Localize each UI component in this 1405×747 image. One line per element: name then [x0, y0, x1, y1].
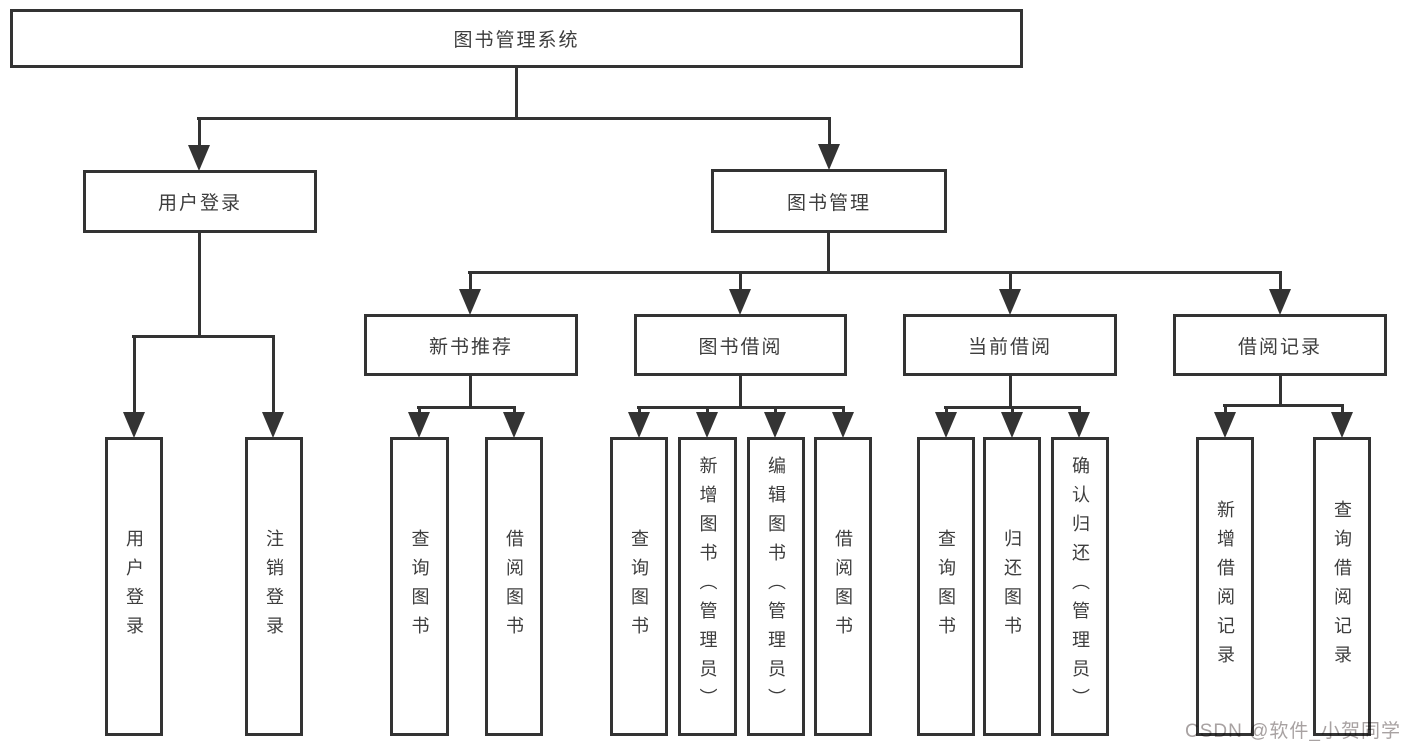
connector-line	[1223, 404, 1344, 407]
node-label: 用户登录	[157, 193, 242, 214]
node-book-management: 图书管理	[711, 169, 947, 233]
leaf-edit-books-admin: 编辑图书（管理员）	[747, 437, 805, 736]
connector-line	[1279, 271, 1282, 295]
connector-line	[133, 335, 136, 418]
node-label: 新增图书（管理员）	[697, 456, 718, 717]
arrow-down-icon	[832, 412, 854, 438]
leaf-confirm-return-admin: 确认归还（管理员）	[1051, 437, 1109, 736]
arrow-down-icon	[764, 412, 786, 438]
leaf-add-books-admin: 新增图书（管理员）	[678, 437, 737, 736]
connector-line	[1279, 375, 1282, 407]
arrow-down-icon	[503, 412, 525, 438]
leaf-borrow-books-recommend: 借阅图书	[485, 437, 543, 736]
arrow-down-icon	[1068, 412, 1090, 438]
connector-line	[197, 117, 831, 120]
connector-line	[198, 232, 201, 338]
arrow-down-icon	[1214, 412, 1236, 438]
connector-line	[827, 232, 830, 274]
arrow-down-icon	[818, 144, 840, 170]
node-label: 当前借阅	[967, 336, 1052, 358]
node-root: 图书管理系统	[10, 9, 1023, 68]
node-label: 查询图书	[629, 528, 649, 645]
connector-line	[1224, 404, 1227, 418]
leaf-query-books-borrow: 查询图书	[610, 437, 668, 736]
node-label: 用户登录	[124, 528, 144, 645]
leaf-logout: 注销登录	[245, 437, 303, 736]
node-label: 查询图书	[936, 528, 956, 645]
connector-line	[739, 375, 742, 409]
arrow-down-icon	[729, 289, 751, 315]
arrow-down-icon	[1001, 412, 1023, 438]
arrow-down-icon	[1331, 412, 1353, 438]
leaf-query-books-recommend: 查询图书	[390, 437, 449, 736]
node-label: 查询图书	[409, 528, 430, 645]
leaf-return-books: 归还图书	[983, 437, 1041, 736]
connector-line	[417, 406, 516, 409]
node-label: 图书借阅	[698, 336, 783, 358]
connector-line	[272, 335, 275, 418]
arrow-down-icon	[935, 412, 957, 438]
node-label: 新书推荐	[428, 336, 513, 358]
node-new-book-recommend: 新书推荐	[364, 314, 578, 376]
node-current-borrow: 当前借阅	[903, 314, 1117, 376]
node-borrow-records: 借阅记录	[1173, 314, 1387, 376]
node-label: 借阅图书	[833, 528, 853, 645]
arrow-down-icon	[628, 412, 650, 438]
connector-line	[739, 271, 742, 295]
connector-line	[637, 406, 845, 409]
node-label: 注销登录	[264, 528, 284, 645]
arrow-down-icon	[1269, 289, 1291, 315]
node-label: 借阅记录	[1237, 336, 1322, 358]
node-label: 确认归还（管理员）	[1070, 456, 1090, 717]
connector-line	[1009, 271, 1012, 295]
arrow-down-icon	[696, 412, 718, 438]
arrow-down-icon	[188, 145, 210, 171]
node-label: 查询借阅记录	[1332, 499, 1352, 674]
connector-line	[515, 68, 518, 119]
node-label: 借阅图书	[504, 528, 524, 645]
arrow-down-icon	[262, 412, 284, 438]
connector-line	[198, 117, 201, 151]
node-label: 新增借阅记录	[1215, 499, 1235, 674]
leaf-borrow-books: 借阅图书	[814, 437, 872, 736]
leaf-add-borrow-record: 新增借阅记录	[1196, 437, 1254, 736]
arrow-down-icon	[999, 289, 1021, 315]
arrow-down-icon	[123, 412, 145, 438]
arrow-down-icon	[408, 412, 430, 438]
leaf-user-login: 用户登录	[105, 437, 163, 736]
node-label: 图书管理系统	[453, 30, 580, 51]
csdn-watermark: CSDN @软件_小贺同学	[1185, 721, 1401, 742]
leaf-query-borrow-record: 查询借阅记录	[1313, 437, 1371, 736]
node-label: 编辑图书（管理员）	[766, 456, 786, 717]
connector-line	[1341, 404, 1344, 418]
connector-line	[469, 271, 472, 295]
node-user-login: 用户登录	[83, 170, 317, 233]
node-label: 归还图书	[1002, 528, 1022, 645]
node-label: 图书管理	[786, 192, 871, 214]
connector-line	[468, 271, 1282, 274]
connector-line	[1009, 375, 1012, 409]
connector-line	[828, 117, 831, 148]
leaf-query-books-current: 查询图书	[917, 437, 975, 736]
arrow-down-icon	[459, 289, 481, 315]
node-book-borrow: 图书借阅	[634, 314, 847, 376]
connector-line	[469, 375, 472, 409]
connector-line	[132, 335, 275, 338]
